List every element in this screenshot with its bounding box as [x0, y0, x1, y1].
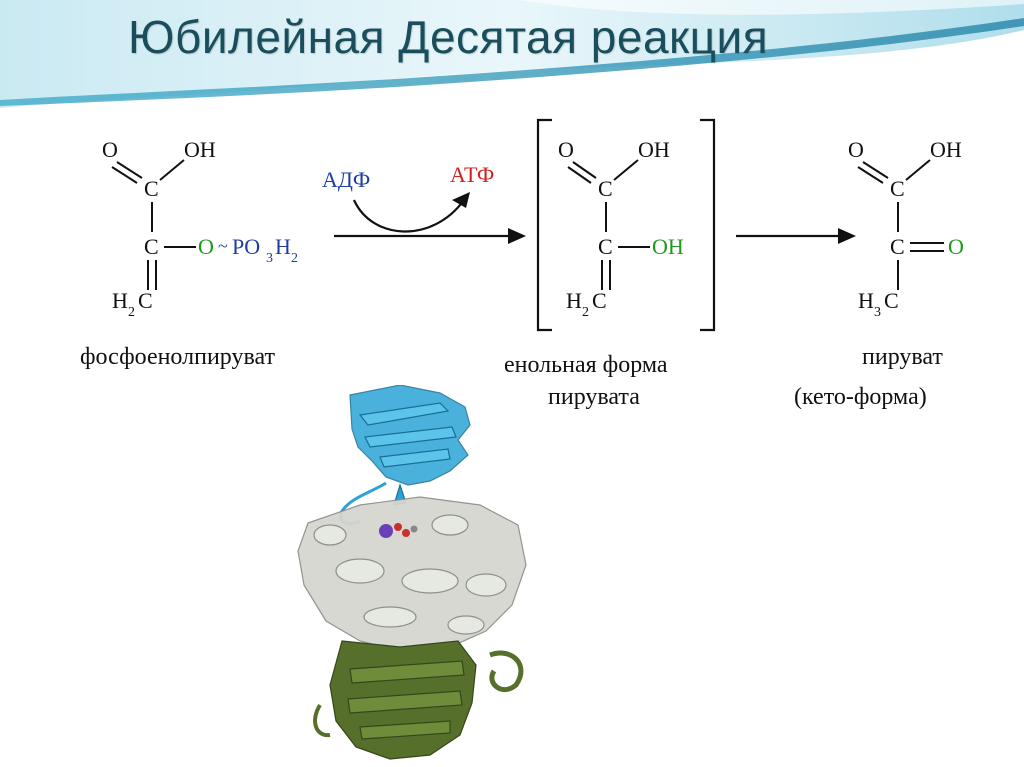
- atom-c1: C: [598, 176, 613, 201]
- atom-po3-sub1: 3: [266, 251, 273, 266]
- atom-po3-main: PO: [232, 234, 260, 259]
- atom-o-green: O: [948, 234, 964, 259]
- atom-o-top: O: [848, 137, 864, 162]
- ligand-atoms: [379, 523, 418, 538]
- protein-domain-top: [349, 385, 471, 506]
- cofactor-adp: АДФ: [322, 167, 370, 192]
- cofactor-atp: АТФ: [450, 162, 494, 187]
- bond-tilde: ~: [218, 236, 228, 256]
- product-structure: O OH C C O H 3 C пируват (кето-форма): [794, 137, 964, 410]
- slide-title: Юбилейная Десятая реакция: [128, 11, 769, 63]
- atom-c1: C: [890, 176, 905, 201]
- atom-c2: C: [890, 234, 905, 259]
- atom-o-green: O: [198, 234, 214, 259]
- atom-po3-h: H: [275, 234, 291, 259]
- intermediate-name-line2: пирувата: [548, 384, 640, 410]
- atom-oh: OH: [930, 137, 962, 162]
- atom-oh: OH: [184, 137, 216, 162]
- atom-h2c-c: C: [592, 288, 607, 313]
- atom-h2c-h: H: [566, 288, 582, 313]
- atom-h2c-c: C: [138, 288, 153, 313]
- reactant-name: фосфоенолпируват: [80, 344, 276, 370]
- intermediate-structure: O OH C C OH H 2 C енольная форма пируват…: [504, 118, 716, 410]
- atom-h2c-h: H: [112, 288, 128, 313]
- reactant-structure: O OH C C O ~ PO 3 H 2 H 2 C фосфоенолпир…: [80, 137, 298, 370]
- atom-c1: C: [144, 176, 159, 201]
- product-name-line2: (кето-форма): [794, 384, 927, 410]
- atom-oh: OH: [638, 137, 670, 162]
- atom-h2c-sub: 2: [128, 305, 135, 320]
- header-swoosh-decoration: [0, 0, 1024, 108]
- intermediate-name-line1: енольная форма: [504, 352, 668, 378]
- atom-h3c-h: H: [858, 288, 874, 313]
- reaction-arrow-2: [736, 228, 856, 244]
- protein-domain-bottom: [313, 640, 524, 760]
- atom-h2c-sub: 2: [582, 305, 589, 320]
- protein-structure-image: [297, 385, 527, 760]
- atom-oh-green: OH: [652, 234, 684, 259]
- atom-o-top: O: [102, 137, 118, 162]
- atom-o-top: O: [558, 137, 574, 162]
- atom-h3c-sub: 3: [874, 305, 881, 320]
- atom-c2: C: [598, 234, 613, 259]
- product-name-line1: пируват: [862, 344, 943, 370]
- atom-po3-sub2: 2: [291, 251, 298, 266]
- reaction-scheme: O OH C C O ~ PO 3 H 2 H 2 C фосфоенолпир…: [72, 112, 1002, 425]
- atom-c2: C: [144, 234, 159, 259]
- reaction-arrow-1: АДФ АТФ: [322, 162, 526, 244]
- atom-h3c-c: C: [884, 288, 899, 313]
- protein-domain-middle: [297, 496, 527, 652]
